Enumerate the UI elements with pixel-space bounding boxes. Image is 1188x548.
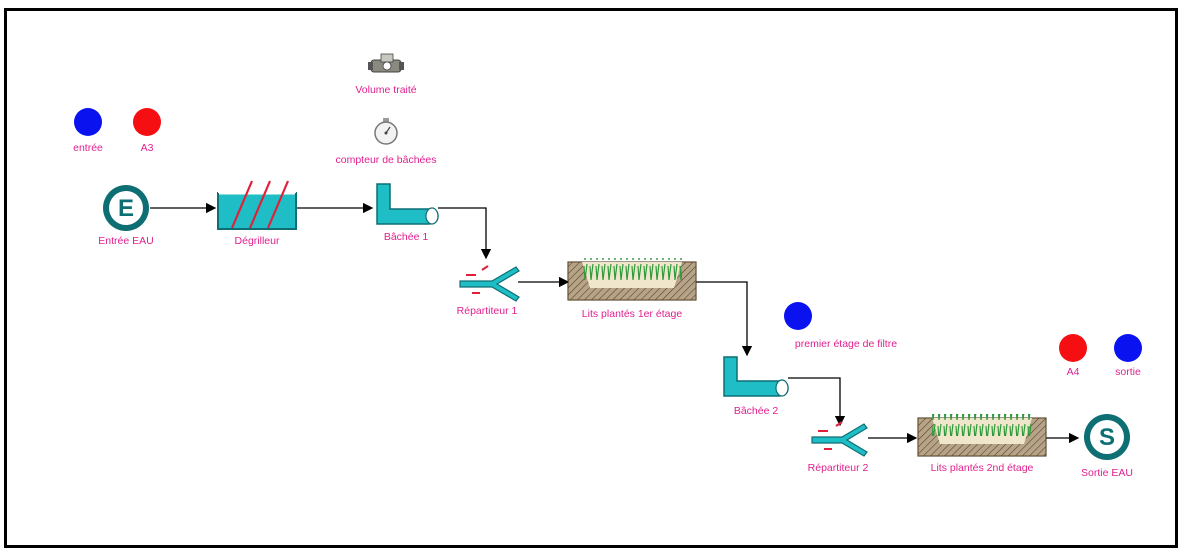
water-meter-icon[interactable] <box>368 53 404 73</box>
lits1-node[interactable] <box>567 258 697 301</box>
sortie-eau-label: Sortie EAU <box>1081 467 1133 479</box>
indicator-entree-label: entrée <box>73 142 103 154</box>
entree-eau-letter: E <box>118 195 134 222</box>
lits2-label: Lits plantés 2nd étage <box>930 462 1034 474</box>
repartiteur2-node[interactable] <box>811 421 868 457</box>
indicator-premier-etage-dot[interactable] <box>784 302 812 330</box>
indicator-a3-label: A3 <box>140 142 154 154</box>
indicator-a3-dot[interactable] <box>133 108 161 136</box>
connector-lines <box>150 202 1080 444</box>
process-diagram: E S <box>103 53 1130 460</box>
volume-traite-label: Volume traité <box>355 84 417 96</box>
repartiteur2-label: Répartiteur 2 <box>807 462 869 474</box>
connector-lits1-bachee2 <box>696 281 753 357</box>
lits2-node[interactable] <box>917 414 1047 457</box>
indicator-a4-label: A4 <box>1066 366 1080 378</box>
degrilleur-node[interactable] <box>217 180 297 230</box>
degrilleur-label: Dégrilleur <box>234 235 280 247</box>
repartiteur1-label: Répartiteur 1 <box>456 305 518 317</box>
indicator-sortie-dot[interactable] <box>1114 334 1142 362</box>
repartiteur1-node[interactable] <box>459 265 520 302</box>
bachee1-node[interactable] <box>376 183 439 225</box>
sortie-eau-letter: S <box>1099 424 1115 451</box>
lits1-label: Lits plantés 1er étage <box>581 308 683 320</box>
bachee1-label: Bâchée 1 <box>383 231 429 243</box>
entree-eau-label: Entrée EAU <box>98 235 154 247</box>
connector-bachee1-repartiteur1 <box>438 207 492 260</box>
sortie-eau-node[interactable]: S <box>1084 414 1130 460</box>
indicator-a4-dot[interactable] <box>1059 334 1087 362</box>
stopwatch-icon[interactable] <box>374 118 398 145</box>
bachee2-label: Bâchée 2 <box>733 405 779 417</box>
indicator-premier-etage-label: premier étage de filtre <box>794 338 898 350</box>
entree-eau-node[interactable]: E <box>103 185 149 231</box>
indicator-sortie-label: sortie <box>1115 366 1141 378</box>
compteur-bachees-label: compteur de bâchées <box>335 154 437 166</box>
bachee2-node[interactable] <box>723 356 789 397</box>
connector-bachee2-repartiteur2 <box>788 377 846 427</box>
indicator-entree-dot[interactable] <box>74 108 102 136</box>
